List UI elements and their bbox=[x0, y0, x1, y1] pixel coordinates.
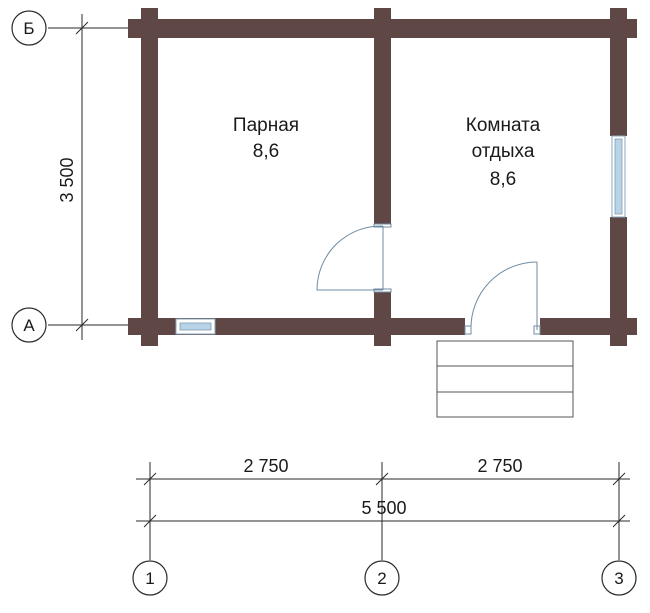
walls bbox=[128, 8, 637, 346]
room-rest-area: 8,6 bbox=[490, 169, 516, 190]
door-interior bbox=[316, 223, 392, 293]
dimension-total-label: 5 500 bbox=[361, 498, 406, 518]
vertical-dimension-label: 3 500 bbox=[57, 157, 77, 202]
wall-right-lower bbox=[610, 217, 627, 346]
axis-marker-2: 2 bbox=[364, 560, 400, 596]
room-steam-area: 8,6 bbox=[253, 141, 279, 162]
axis-marker-1: 1 bbox=[132, 560, 168, 596]
axis-label-a: А bbox=[23, 316, 35, 335]
dimension-right-label: 2 750 bbox=[477, 456, 522, 476]
wall-left bbox=[141, 8, 158, 346]
wall-middle-upper bbox=[374, 8, 391, 224]
axis-marker-b: Б bbox=[11, 10, 47, 46]
room-rest-name-line1: Комната bbox=[466, 115, 541, 136]
horizontal-dimensions bbox=[136, 462, 630, 560]
wall-right-upper bbox=[610, 8, 627, 136]
axis-label-3: 3 bbox=[614, 569, 623, 588]
room-rest-name-line2: отдыха bbox=[472, 141, 535, 162]
entrance-steps bbox=[436, 340, 574, 418]
window-bottom bbox=[175, 318, 216, 335]
axis-label-b: Б bbox=[23, 19, 34, 38]
window-right bbox=[611, 135, 626, 218]
door-entrance bbox=[464, 261, 541, 335]
room-steam-name: Парная bbox=[233, 115, 299, 136]
vertical-dimension bbox=[48, 14, 140, 340]
axis-marker-3: 3 bbox=[601, 560, 637, 596]
axis-marker-a: А bbox=[11, 307, 47, 343]
axis-label-2: 2 bbox=[377, 569, 386, 588]
axis-label-1: 1 bbox=[145, 569, 154, 588]
wall-middle-lower bbox=[374, 292, 391, 346]
dimension-left-label: 2 750 bbox=[243, 456, 288, 476]
